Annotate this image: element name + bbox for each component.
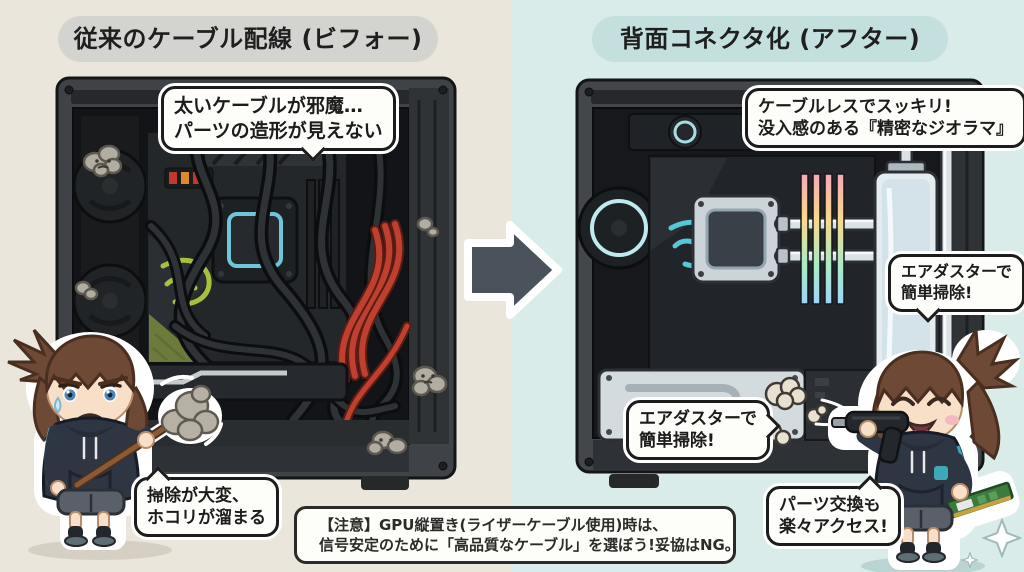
air-duster-puffs xyxy=(758,376,858,448)
before-pc-case xyxy=(55,76,457,490)
speech-bubble-easy-access: パーツ交換も 楽々アクセス! xyxy=(766,475,901,547)
after-title-label: 背面コネクタ化 (アフター) xyxy=(619,25,921,53)
speech-bubble-cleaning-trouble: 掃除が大変、 ホコリが溜まる xyxy=(134,466,279,538)
girl-before-character xyxy=(7,328,223,560)
happy-eyes xyxy=(891,396,951,406)
dust-bunnies xyxy=(74,144,448,456)
before-title-label: 従来のケーブル配線 (ビフォー) xyxy=(73,25,423,53)
sparkle-icon-small xyxy=(962,552,978,568)
hand xyxy=(951,483,969,501)
cpu-waterblock xyxy=(691,194,781,284)
speech-bubble-air-duster-right: エアダスターで 簡単掃除! xyxy=(888,254,1024,323)
eyes xyxy=(52,376,128,402)
red-cables xyxy=(337,219,412,431)
bangs xyxy=(44,334,136,396)
bangs xyxy=(876,350,964,410)
sweat-drop xyxy=(54,396,62,414)
warning-note: 【注意】GPU縦置き(ライザーケーブル使用)時は、 信号安定のために「高品質なケ… xyxy=(294,506,740,564)
hoodie-logo xyxy=(934,466,948,480)
before-title: 従来のケーブル配線 (ビフォー) xyxy=(58,16,438,62)
warning-text: 【注意】GPU縦置き(ライザーケーブル使用)時は、 信号安定のために「高品質なケ… xyxy=(319,515,740,554)
air-duster-gun xyxy=(831,410,910,464)
sparkle-icon xyxy=(982,518,1022,558)
ram-stick xyxy=(946,481,1014,519)
front-fan xyxy=(577,186,661,270)
speech-bubble-air-duster-center: エアダスターで 簡単掃除! xyxy=(626,400,781,461)
face xyxy=(44,334,136,428)
feather-duster xyxy=(50,374,223,496)
hand xyxy=(859,420,877,438)
speech-bubble-thick-cables: 太いケーブルが邪魔… パーツの造形が見えない xyxy=(161,86,396,163)
after-title: 背面コネクタ化 (アフター) xyxy=(592,16,948,62)
arrow-right-icon xyxy=(464,221,562,319)
hand xyxy=(137,431,155,449)
speech-bubble-cableless: ケーブルレスでスッキリ! 没入感のある『精密なジオラマ』 xyxy=(745,88,1024,149)
legs xyxy=(888,504,954,563)
legs xyxy=(56,488,126,547)
ram-sticks-rgb xyxy=(800,173,845,305)
